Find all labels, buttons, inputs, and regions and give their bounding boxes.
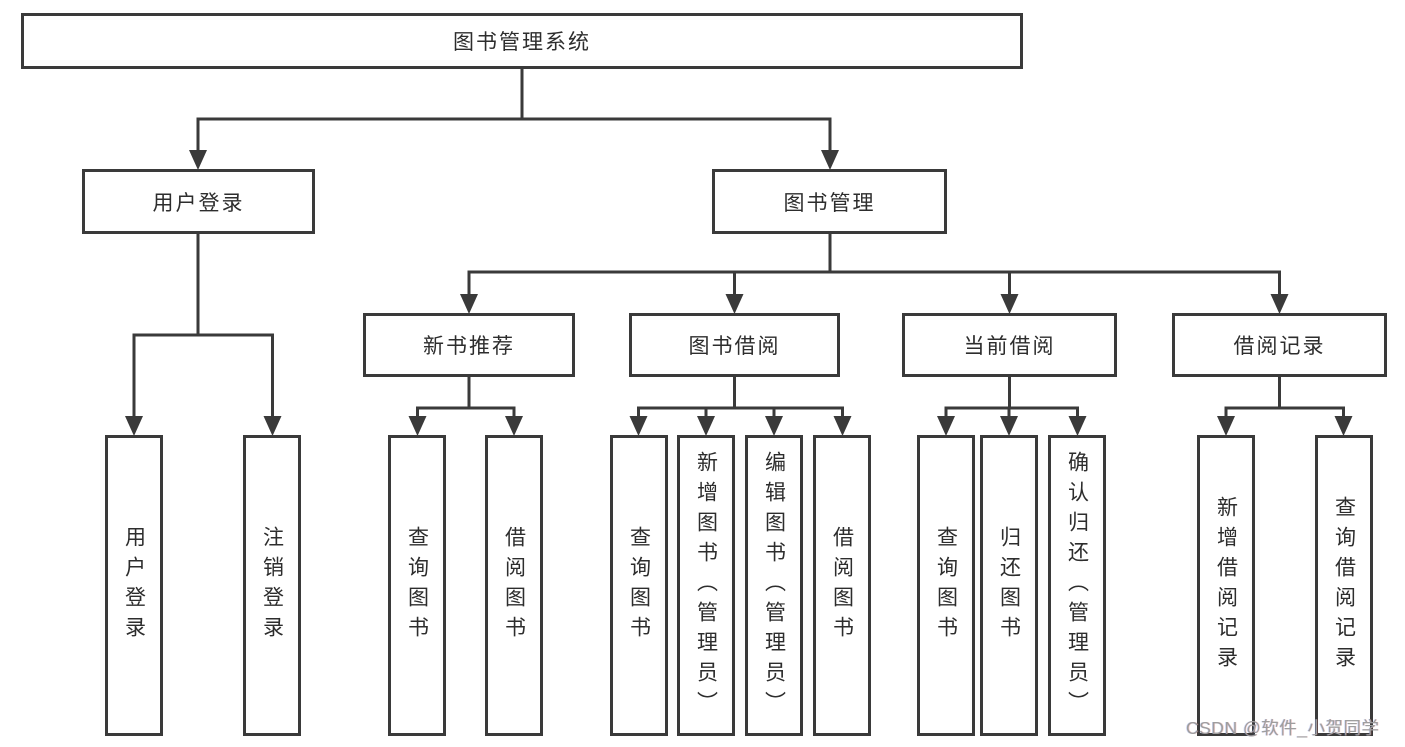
node-root-label: 图书管理系统 [453, 31, 591, 54]
node-current-borrow: 当前借阅 [902, 313, 1117, 377]
leaf-current-query-books-label: 查询图书 [934, 525, 958, 646]
node-borrow-records: 借阅记录 [1172, 313, 1387, 377]
leaf-records-add-record: 新增借阅记录 [1197, 435, 1255, 736]
leaf-borrow-add-books-label: 新增图书（管理员） [694, 450, 718, 721]
leaf-borrow-borrow-books-label: 借阅图书 [830, 525, 854, 646]
leaf-recommend-query-books-label: 查询图书 [405, 525, 429, 646]
leaf-user-login: 用户登录 [105, 435, 163, 736]
node-user-login: 用户登录 [82, 169, 315, 234]
leaf-current-return-books: 归还图书 [980, 435, 1038, 736]
leaf-borrow-add-books: 新增图书（管理员） [677, 435, 735, 736]
leaf-borrow-query-books: 查询图书 [610, 435, 668, 736]
leaf-user-login-label: 用户登录 [122, 525, 146, 646]
node-new-book-recommend: 新书推荐 [363, 313, 575, 377]
leaf-records-add-record-label: 新增借阅记录 [1214, 495, 1238, 676]
leaf-current-query-books: 查询图书 [917, 435, 975, 736]
node-book-borrow-label: 图书借阅 [688, 335, 781, 358]
leaf-logout-label: 注销登录 [260, 525, 284, 646]
node-user-login-label: 用户登录 [152, 191, 245, 215]
node-borrow-records-label: 借阅记录 [1233, 335, 1326, 358]
connector-lines [132, 69, 1345, 420]
node-root: 图书管理系统 [21, 13, 1023, 69]
leaf-current-confirm-return: 确认归还（管理员） [1048, 435, 1106, 736]
leaf-logout: 注销登录 [243, 435, 301, 736]
leaf-records-query-record: 查询借阅记录 [1315, 435, 1373, 736]
node-book-borrow: 图书借阅 [629, 313, 840, 377]
leaf-recommend-query-books: 查询图书 [388, 435, 446, 736]
leaf-borrow-edit-books-label: 编辑图书（管理员） [762, 450, 786, 721]
leaf-current-confirm-return-label: 确认归还（管理员） [1065, 450, 1089, 721]
leaf-current-return-books-label: 归还图书 [997, 525, 1021, 646]
leaf-recommend-borrow-books-label: 借阅图书 [502, 525, 526, 646]
leaf-records-query-record-label: 查询借阅记录 [1332, 495, 1356, 676]
node-new-book-recommend-label: 新书推荐 [423, 335, 515, 358]
leaf-borrow-borrow-books: 借阅图书 [813, 435, 871, 736]
leaf-borrow-edit-books: 编辑图书（管理员） [745, 435, 803, 736]
csdn-watermark: CSDN @软件_小贺同学 [1186, 718, 1380, 738]
node-book-management-label: 图书管理 [783, 191, 876, 215]
node-current-borrow-label: 当前借阅 [963, 335, 1056, 358]
leaf-recommend-borrow-books: 借阅图书 [485, 435, 543, 736]
leaf-borrow-query-books-label: 查询图书 [627, 525, 651, 646]
node-book-management: 图书管理 [712, 169, 947, 234]
